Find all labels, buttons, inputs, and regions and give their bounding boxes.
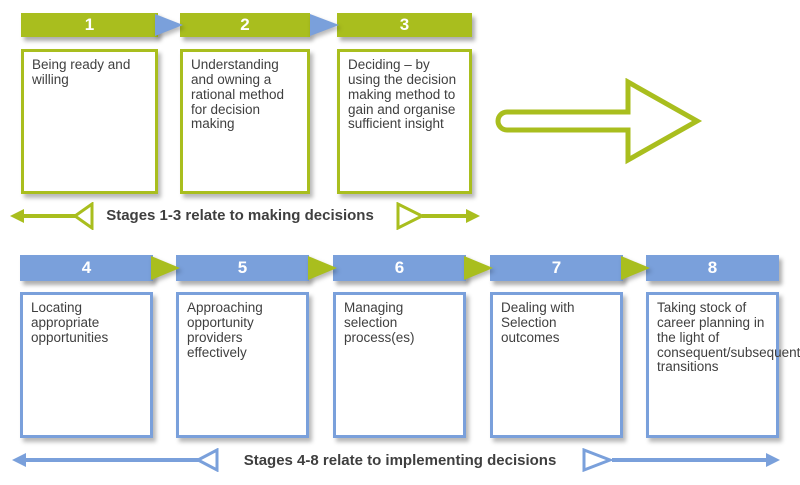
green-arrow-icon	[308, 256, 337, 280]
bottom-row-caption: Stages 4-8 relate to implementing decisi…	[243, 452, 557, 469]
stage-5-header: 5	[176, 255, 309, 281]
stage-4-header: 4	[20, 255, 153, 281]
blue-arrow-icon	[310, 14, 339, 36]
stage-2-number: 2	[240, 15, 250, 34]
stage-7-number: 7	[551, 258, 562, 277]
stage-8-header: 8	[646, 255, 779, 281]
stage-7-description: Dealing with Selection outcomes	[501, 300, 575, 345]
stage-8-number: 8	[707, 258, 718, 277]
top-row-caption: Stages 1-3 relate to making decisions	[106, 207, 374, 224]
left-arrow-icon	[10, 202, 94, 230]
green-arrow-icon	[621, 256, 650, 280]
stage-3-header: 3	[337, 13, 472, 37]
stage-6-description: Managing selection process(es)	[344, 300, 415, 345]
stage-8-description: Taking stock of career planning in the l…	[657, 300, 800, 375]
stage-5-number: 5	[237, 258, 248, 277]
stage-3-number: 3	[399, 15, 410, 34]
stage-2-box: Understanding and owning a rational meth…	[180, 49, 310, 194]
right-arrow-icon	[396, 202, 480, 230]
stage-1-header: 1	[21, 13, 158, 37]
stage-4-box: Locating appropriate opportunities	[20, 292, 153, 438]
stage-5-box: Approaching opportunity providers effect…	[176, 292, 309, 438]
green-arrow-icon	[151, 256, 180, 280]
forward-arrow-icon	[495, 78, 703, 165]
stage-8-box: Taking stock of career planning in the l…	[646, 292, 800, 438]
stage-1-description: Being ready and willing	[32, 57, 131, 87]
stage-6-box: Managing selection process(es)	[333, 292, 466, 438]
stage-7-box: Dealing with Selection outcomes	[490, 292, 623, 438]
stage-2-header: 2	[180, 13, 310, 37]
stage-6-number: 6	[394, 258, 405, 277]
blue-arrow-icon	[155, 14, 183, 36]
stage-6-header: 6	[333, 255, 466, 281]
stage-3-description: Deciding – by using the decision making …	[348, 57, 457, 132]
stage-3-box: Deciding – by using the decision making …	[337, 49, 472, 194]
stage-4-description: Locating appropriate opportunities	[31, 300, 109, 345]
green-arrow-icon	[464, 256, 493, 280]
stage-5-description: Approaching opportunity providers effect…	[187, 300, 263, 360]
stage-1-box: Being ready and willing	[21, 49, 158, 194]
stage-2-description: Understanding and owning a rational meth…	[191, 57, 285, 132]
stage-1-number: 1	[84, 15, 95, 34]
stage-4-number: 4	[81, 258, 92, 277]
left-arrow-icon	[12, 448, 219, 472]
right-arrow-icon	[582, 448, 780, 472]
stage-7-header: 7	[490, 255, 623, 281]
